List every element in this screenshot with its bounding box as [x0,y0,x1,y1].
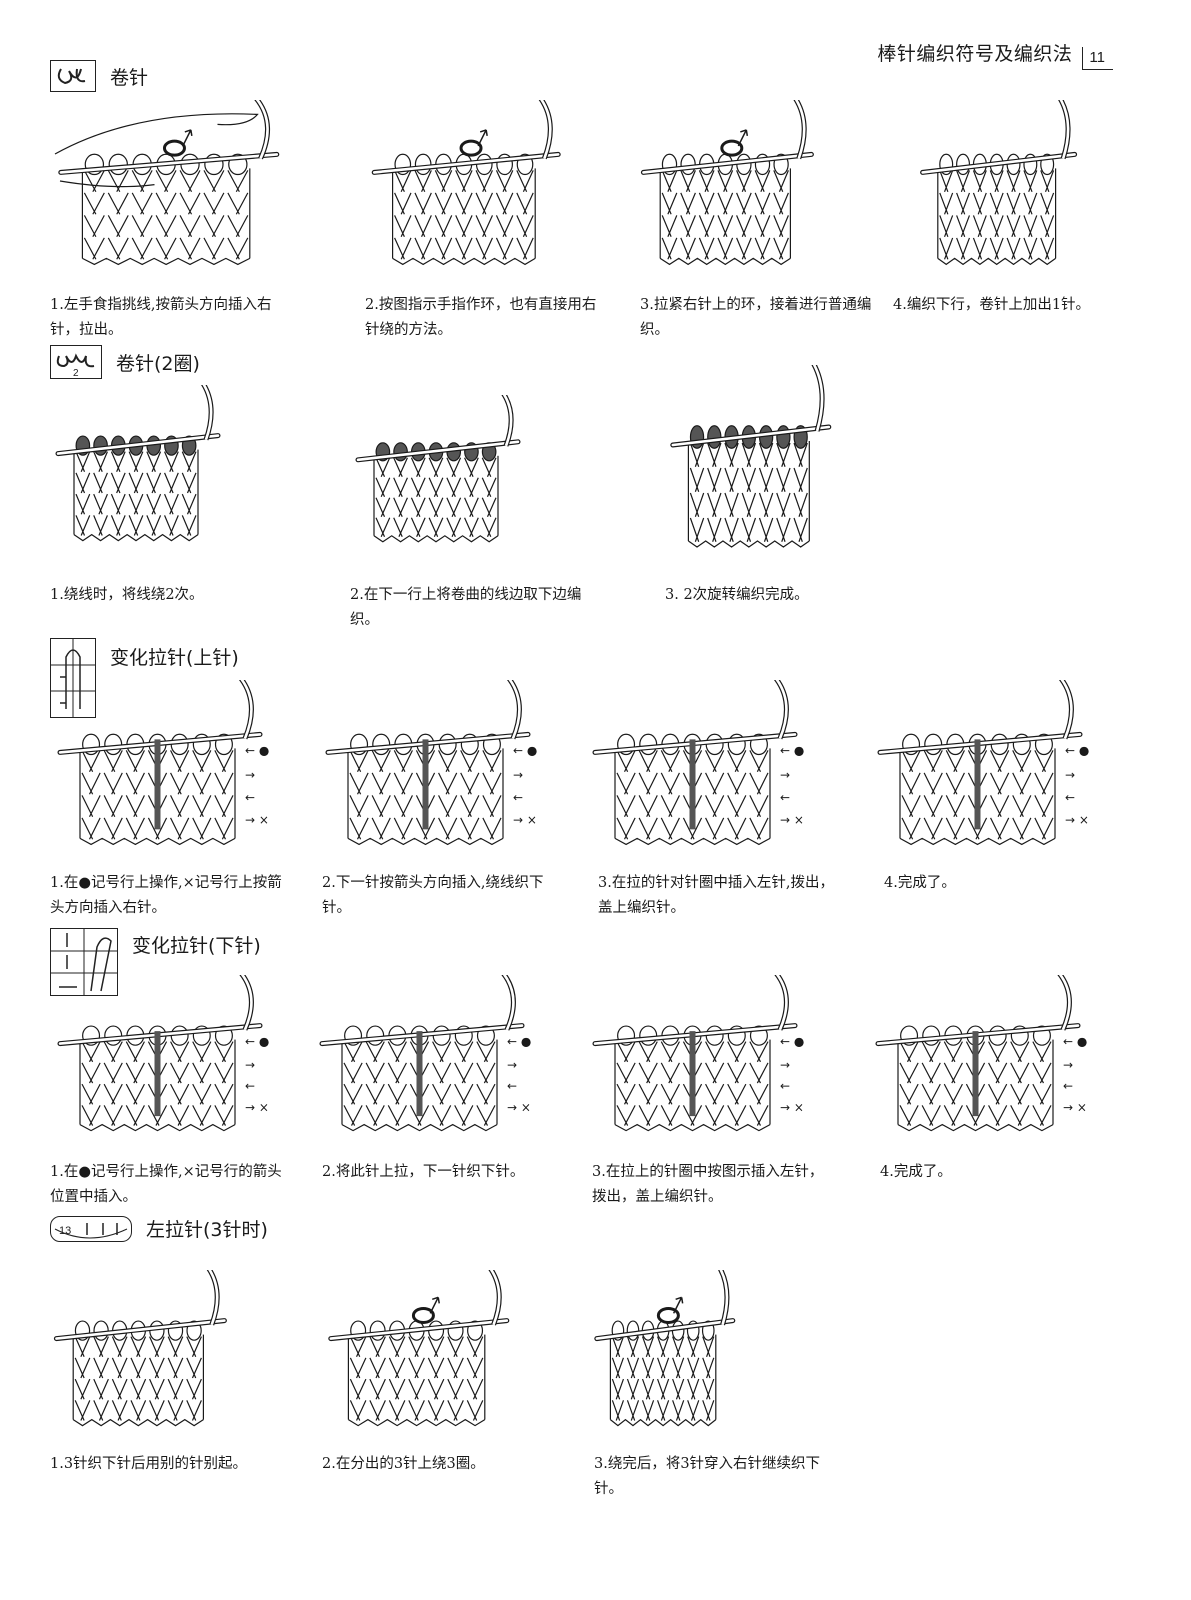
svg-text:→ ×: → × [1063,1100,1087,1114]
svg-text:←: ← [245,790,255,804]
svg-text:← ●: ← ● [1065,743,1089,757]
svg-text:← ●: ← ● [507,1035,531,1049]
left-pull-symbol-icon: 13 [50,1215,132,1242]
figure-knit-1: ← ● → ← → × [50,975,300,1145]
svg-text:→: → [1063,1058,1073,1072]
section-title-roll-stitch: 卷针 [50,60,148,92]
section-name: 卷针 [110,66,149,89]
figure-purl-1: ← ● → ← → × [50,680,300,860]
caption-left-1: 1.3针织下针后用别的针别起。 [50,1456,248,1472]
figure-left-1 [48,1270,258,1440]
section-title-left-pull: 13 左拉针(3针时) [50,1215,268,1242]
left-pull-symbol-number: 13 [59,1225,71,1237]
figure-knit-3: ← ● → ← → × [585,975,835,1145]
figure-purl-4: ← ● → ← → × [870,680,1120,860]
svg-text:← ●: ← ● [513,743,537,757]
svg-text:← ●: ← ● [1063,1035,1087,1049]
svg-text:→: → [780,768,790,782]
caption-left-3: 3.绕完后，将3针穿入右针继续织下针。 [594,1456,821,1497]
caption-roll-4: 4.编织下行，卷针上加出1针。 [893,297,1091,313]
page-header: 棒针编织符号及编织法 11 [877,36,1113,70]
figure-roll2-3 [665,365,860,565]
svg-text:→ ×: → × [513,813,537,827]
section-name: 左拉针(3针时) [146,1219,268,1241]
svg-text:←: ← [507,1079,517,1093]
svg-text:→ ×: → × [507,1100,531,1114]
svg-text:←: ← [245,1079,255,1093]
svg-text:→ ×: → × [245,813,269,827]
figure-knit-4: ← ● → ← → × [868,975,1118,1145]
caption-roll-2: 2.按图指示手指作环，也有直接用右针绕的方法。 [365,297,597,338]
caption-knit-1: 1.在●记号行上操作,×记号行的箭头位置中插入。 [50,1164,282,1205]
section-title-pulled-purl: 变化拉针(上针) [50,638,239,718]
svg-text:← ●: ← ● [780,743,804,757]
caption-purl-3: 3.在拉的针对针圈中插入左针,拨出，盖上编织针。 [598,875,834,916]
figure-roll-4 [915,100,1105,280]
caption-knit-2: 2.将此针上拉，下一针织下针。 [322,1164,525,1180]
svg-text:→: → [245,768,255,782]
caption-knit-3: 3.在拉上的针圈中按图示插入左针，拨出，盖上编织针。 [592,1164,824,1205]
caption-purl-4: 4.完成了。 [884,875,956,891]
caption-roll2-1: 1.绕线时，将线绕2次。 [50,587,204,603]
figure-left-2 [322,1270,542,1440]
svg-text:←: ← [780,1079,790,1093]
svg-text:→: → [780,1058,790,1072]
section-name: 变化拉针(下针) [132,934,261,957]
section-name: 卷针(2圈) [116,352,200,375]
caption-purl-1: 1.在●记号行上操作,×记号行上按箭头方向插入右针。 [50,875,282,916]
figure-purl-3: ← ● → ← → × [585,680,835,860]
pulled-knit-symbol-icon [50,928,118,996]
figure-roll2-2 [350,395,550,555]
svg-text:←: ← [780,790,790,804]
roll-2-turns-symbol-icon: 2 [50,345,102,379]
pulled-purl-symbol-icon [50,638,96,718]
section-name: 变化拉针(上针) [110,646,239,669]
roll-stitch-symbol-icon [50,60,96,92]
caption-roll2-3: 3. 2次旋转编织完成。 [665,587,809,603]
svg-text:←: ← [1065,790,1075,804]
caption-roll-3: 3.拉紧右针上的环，接着进行普通编织。 [640,297,872,338]
svg-text:→: → [513,768,523,782]
caption-roll2-2: 2.在下一行上将卷曲的线边取下边编织。 [350,587,582,628]
section-title-pulled-knit: 变化拉针(下针) [50,928,261,996]
svg-text:→: → [1065,768,1075,782]
figure-roll2-1 [50,385,250,555]
page-header-title: 棒针编织符号及编织法 [877,43,1073,65]
svg-text:→ ×: → × [780,1100,804,1114]
section-title-roll-2-turns: 2 卷针(2圈) [50,345,200,379]
caption-left-2: 2.在分出的3针上绕3圈。 [322,1456,485,1472]
svg-text:→: → [245,1058,255,1072]
figure-left-3 [590,1270,760,1440]
svg-text:← ●: ← ● [780,1035,804,1049]
roll-2-turns-symbol-digit: 2 [73,368,79,379]
svg-text:→ ×: → × [1065,813,1089,827]
svg-text:→: → [507,1058,517,1072]
caption-roll-1: 1.左手食指挑线,按箭头方向插入右针，拉出。 [50,297,272,338]
caption-knit-4: 4.完成了。 [880,1164,952,1180]
svg-text:→ ×: → × [780,813,804,827]
svg-text:←: ← [513,790,523,804]
figure-roll-2 [365,100,595,280]
svg-text:← ●: ← ● [245,1035,269,1049]
figure-roll-1 [50,100,320,280]
caption-purl-2: 2.下一针按箭头方向插入,绕线织下针。 [322,875,544,916]
svg-text:←: ← [1063,1079,1073,1093]
figure-roll-3 [635,100,845,280]
figure-purl-2: ← ● → ← → × [318,680,568,860]
figure-knit-2: ← ● → ← → × [312,975,562,1145]
page-number: 11 [1082,47,1113,70]
svg-text:← ●: ← ● [245,743,269,757]
svg-text:→ ×: → × [245,1100,269,1114]
